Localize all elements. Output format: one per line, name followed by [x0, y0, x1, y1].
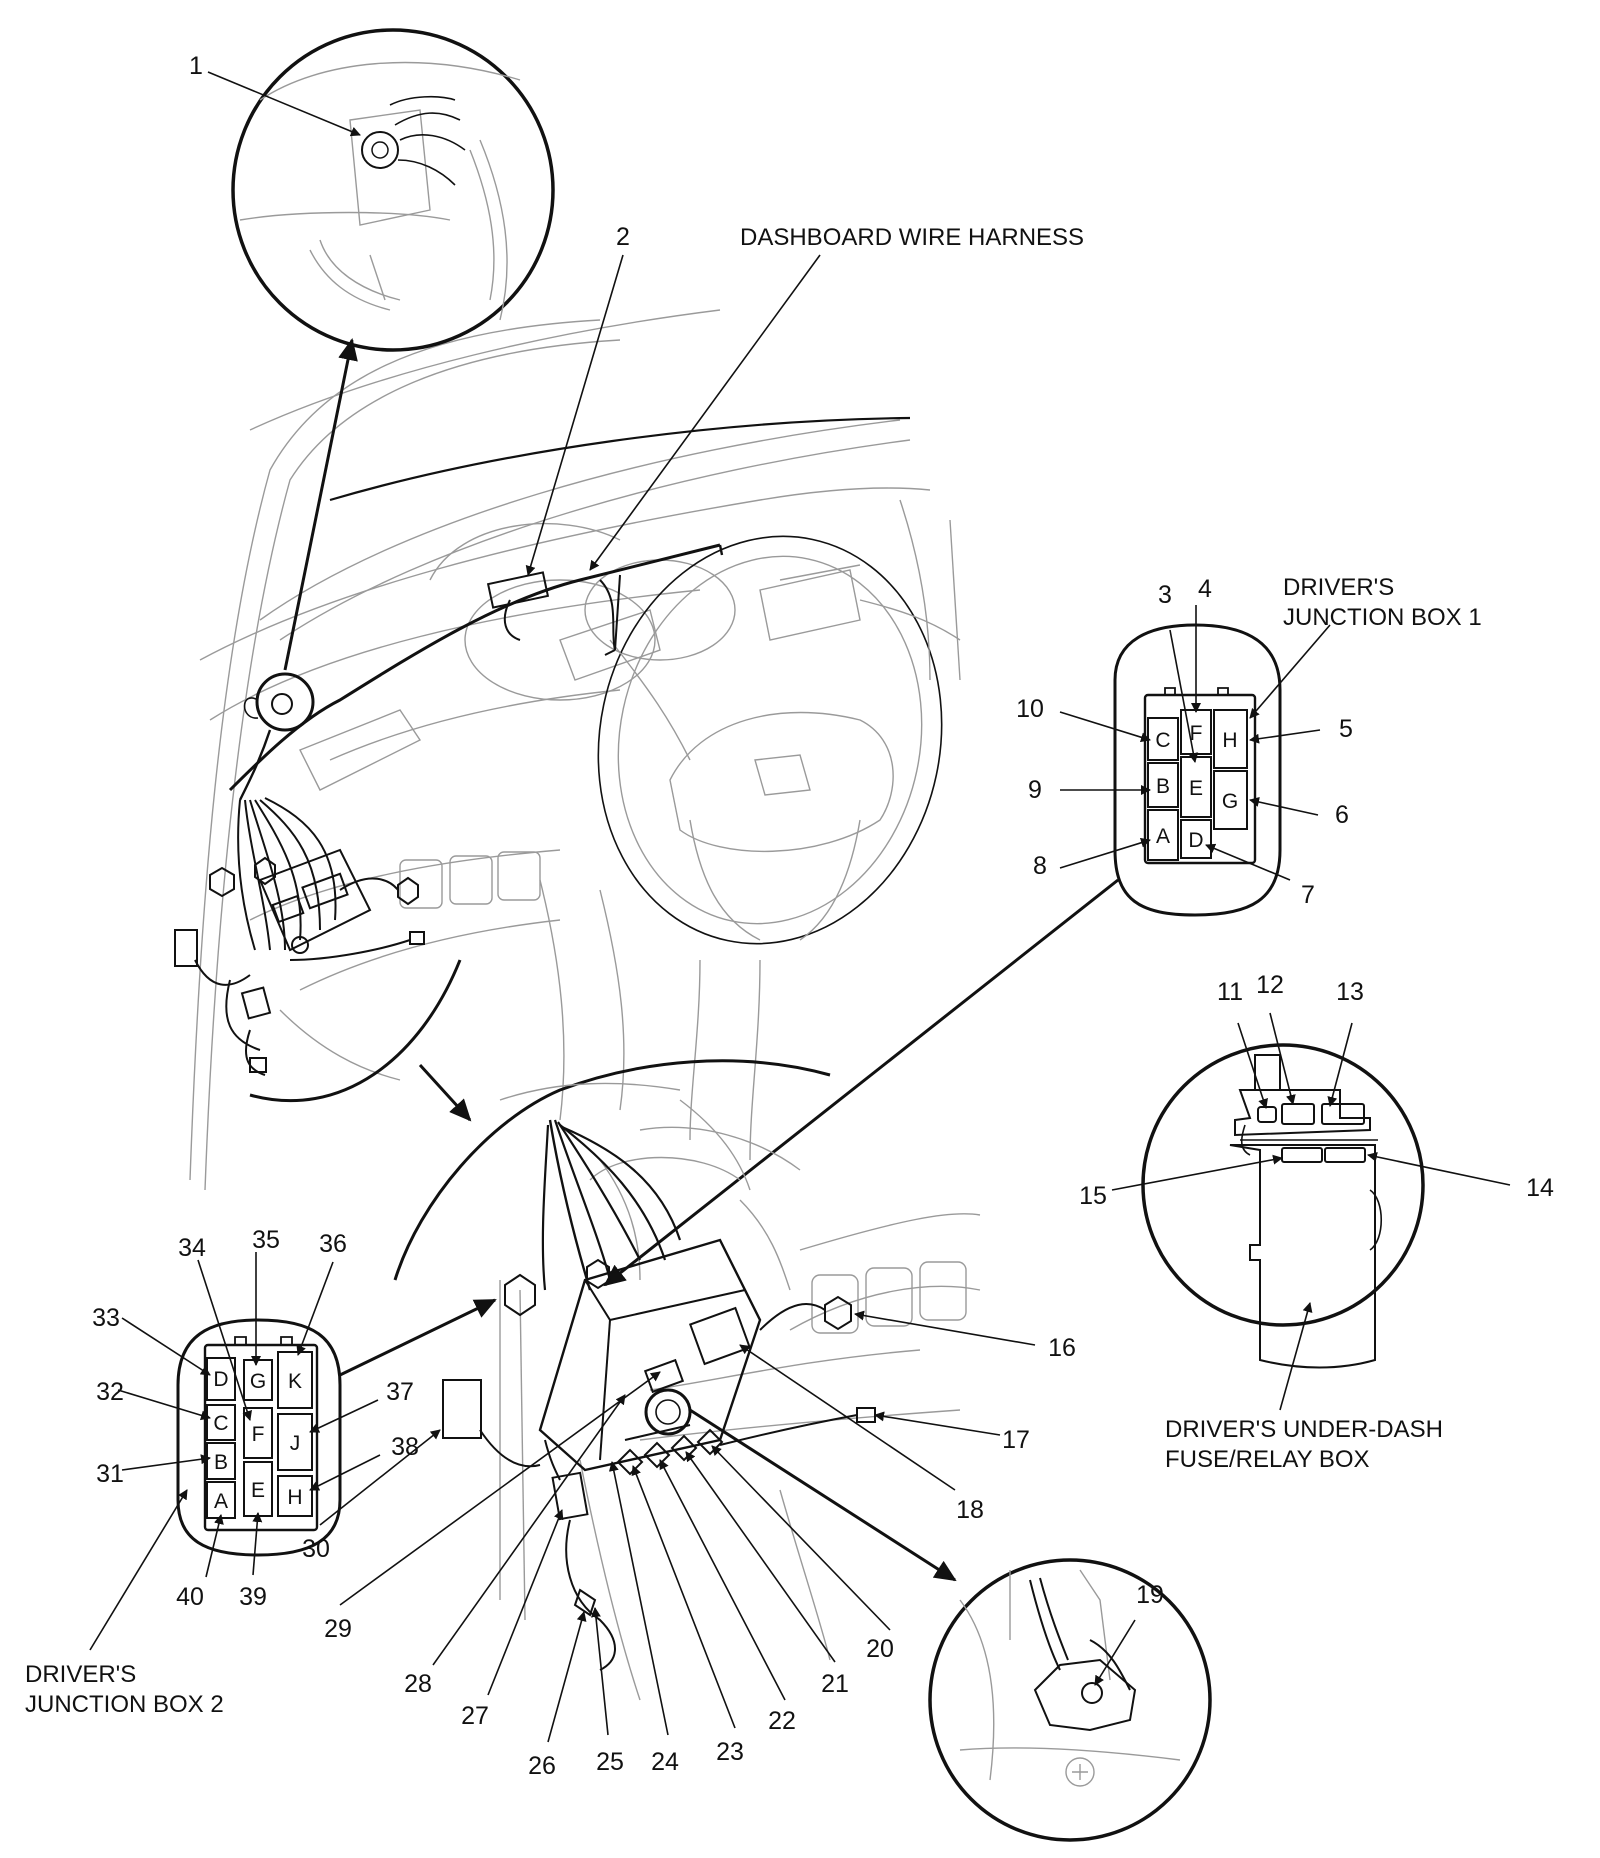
callout-13: 13: [1336, 978, 1364, 1006]
jb2-pin-c: C: [213, 1412, 228, 1435]
jb1-pin-c: C: [1155, 729, 1170, 752]
callout-25: 25: [596, 1748, 624, 1776]
callout-2: 2: [616, 223, 630, 251]
detail-junction-box-1: C F H B E G A D: [1113, 623, 1282, 917]
jb1-pin-g: G: [1222, 790, 1238, 813]
jb1-leaders: [1059, 605, 1331, 881]
arrow-jb1-to-harness: [603, 878, 1119, 1287]
jb2-pin-a: A: [214, 1490, 228, 1513]
caption-jb2-line1: DRIVER'S: [25, 1661, 136, 1688]
callout-11: 11: [1217, 978, 1243, 1006]
caption-jb1-line2: JUNCTION BOX 1: [1283, 604, 1482, 631]
callout-35: 35: [252, 1226, 280, 1254]
jb2-pin-d: D: [213, 1368, 228, 1391]
callout-39: 39: [239, 1583, 267, 1611]
callout-22: 22: [768, 1707, 796, 1735]
callout-8: 8: [1033, 852, 1047, 880]
caption-fuse-box-line2: FUSE/RELAY BOX: [1165, 1446, 1370, 1473]
callout-28: 28: [404, 1670, 432, 1698]
captions: DASHBOARD WIRE HARNESS DRIVER'S JUNCTION…: [25, 224, 1482, 1718]
jb2-pin-f: F: [252, 1423, 265, 1446]
callout-12: 12: [1256, 971, 1284, 999]
jb2-pin-h: H: [287, 1486, 302, 1509]
callout-32: 32: [96, 1378, 124, 1406]
detail-ground-19: [928, 1558, 1212, 1842]
callout-3: 3: [1158, 581, 1172, 609]
caption-dashboard-wire-harness: DASHBOARD WIRE HARNESS: [740, 224, 1084, 251]
caption-fuse-box-line1: DRIVER'S UNDER-DASH: [1165, 1416, 1443, 1443]
dashboard-wire-harness: [174, 543, 724, 1103]
callout-37: 37: [386, 1378, 414, 1406]
jb2-pin-g: G: [250, 1370, 266, 1393]
callout-30: 30: [302, 1535, 330, 1563]
jb1-pin-h: H: [1222, 729, 1237, 752]
callout-34: 34: [178, 1234, 206, 1262]
caption-jb1-line1: DRIVER'S: [1283, 574, 1394, 601]
callout-20: 20: [866, 1635, 894, 1663]
callout-5: 5: [1339, 715, 1353, 743]
callout-16: 16: [1048, 1334, 1076, 1362]
detail-ignition-switch: [231, 28, 555, 352]
lower-dash-sketch: [393, 1059, 981, 1701]
caption-jb2-line2: JUNCTION BOX 2: [25, 1691, 224, 1718]
callout-17: 17: [1002, 1426, 1030, 1454]
dashboard-sketch: [189, 309, 961, 1191]
arrow-to-detail-19: [689, 1408, 957, 1582]
callout-15: 15: [1079, 1182, 1107, 1210]
callout-29: 29: [324, 1615, 352, 1643]
lower-harness: [442, 1119, 957, 1671]
callout-numbers: 1 2 3 4 5 6 7 8 9 10 11 12 13 14 15 16 1…: [92, 52, 1554, 1780]
callout-6: 6: [1335, 801, 1349, 829]
jb2-leaders: [89, 1252, 381, 1651]
callout-19: 19: [1136, 1581, 1164, 1609]
jb1-pin-f: F: [1190, 722, 1203, 745]
callout-26: 26: [528, 1752, 556, 1780]
callout-4: 4: [1198, 575, 1212, 603]
detail-junction-box-2: D G K C F J B A E H: [176, 1318, 342, 1557]
callout-33: 33: [92, 1304, 120, 1332]
callout-1: 1: [189, 52, 203, 80]
jb1-pin-e: E: [1189, 777, 1203, 800]
callout-14: 14: [1526, 1174, 1554, 1202]
callout-36: 36: [319, 1230, 347, 1258]
callout-38: 38: [391, 1433, 419, 1461]
callout-23: 23: [716, 1738, 744, 1766]
jb1-pin-a: A: [1156, 825, 1170, 848]
callout-31: 31: [96, 1460, 124, 1488]
callout-21: 21: [821, 1670, 849, 1698]
numbered-leaders: [207, 71, 1136, 1743]
jb2-pin-j: J: [290, 1432, 301, 1455]
callout-40: 40: [176, 1583, 204, 1611]
callout-18: 18: [956, 1496, 984, 1524]
jb2-pin-b: B: [214, 1451, 228, 1474]
detail-fuse-relay-box: [1141, 1043, 1425, 1369]
jb2-pin-e: E: [251, 1479, 265, 1502]
arrow-jb2-to-harness: [339, 1298, 497, 1377]
callout-9: 9: [1028, 776, 1042, 804]
arrow-to-detail-1: [283, 338, 358, 671]
jb2-pin-k: K: [288, 1370, 302, 1393]
jb1-pin-d: D: [1188, 829, 1203, 852]
arrow-to-detail-lower: [418, 1063, 472, 1122]
callout-7: 7: [1301, 881, 1315, 909]
callout-10: 10: [1016, 695, 1044, 723]
callout-27: 27: [461, 1702, 489, 1730]
jb1-pin-b: B: [1156, 775, 1170, 798]
callout-24: 24: [651, 1748, 679, 1776]
fuse-box-leaders: [1111, 1012, 1511, 1411]
